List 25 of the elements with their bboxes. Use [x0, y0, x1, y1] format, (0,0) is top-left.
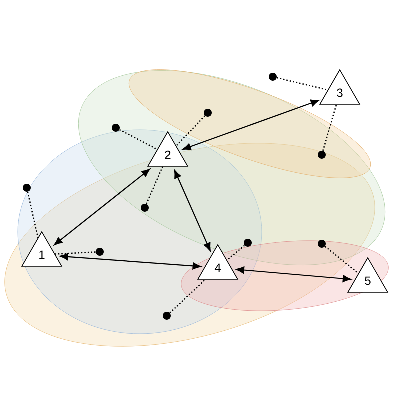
arrow [236, 266, 352, 282]
dotted-line [322, 104, 338, 152]
dot [204, 109, 212, 117]
dotted-line [146, 166, 164, 204]
arrow [182, 100, 320, 150]
arrow [174, 170, 211, 252]
dot [23, 184, 31, 192]
dot [244, 239, 252, 247]
dot [318, 240, 326, 248]
dotted-line [176, 116, 206, 146]
dotted-line [226, 245, 246, 261]
dot [141, 204, 149, 212]
arrow [60, 253, 202, 270]
dot [163, 312, 171, 320]
dotted-line [276, 77, 328, 91]
dotted-line [170, 279, 206, 314]
dotted-line [324, 246, 360, 274]
dotted-line [119, 129, 158, 150]
dot [318, 151, 326, 159]
dot [269, 73, 277, 81]
dotted-line [27, 192, 39, 238]
dotted-line [55, 252, 96, 255]
arrow [54, 168, 150, 246]
dot [112, 124, 120, 132]
dot [96, 248, 104, 256]
